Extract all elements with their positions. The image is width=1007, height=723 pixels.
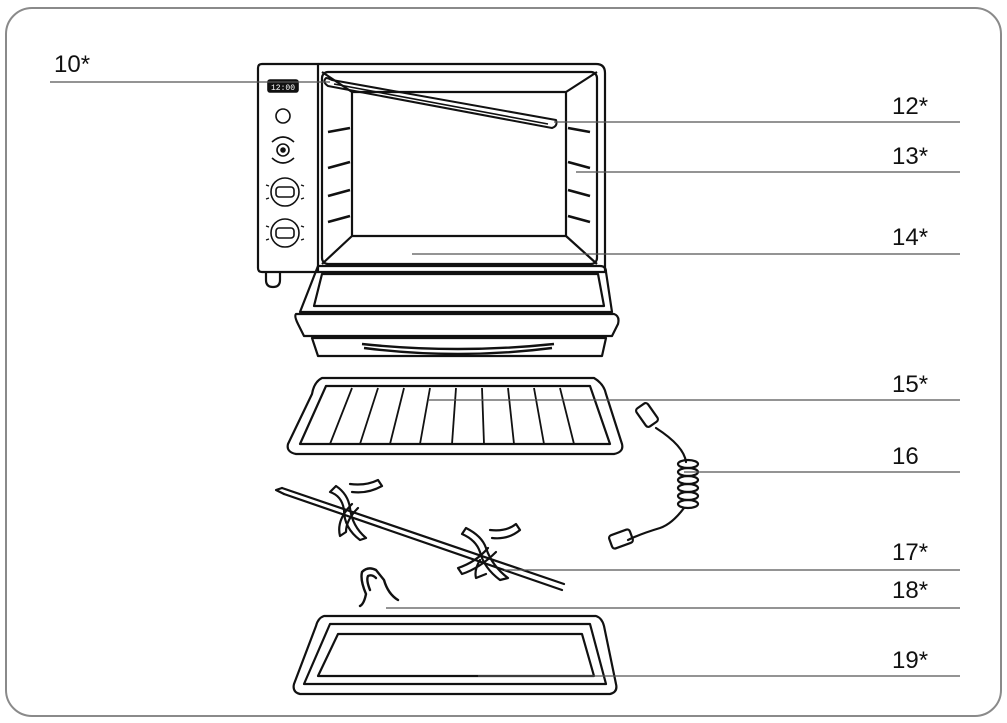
timer-knob-ring bbox=[270, 218, 300, 248]
cord-cable-lower bbox=[626, 506, 686, 542]
leader-lines bbox=[50, 81, 960, 677]
baking-tray-rim bbox=[292, 614, 618, 696]
display-screen bbox=[267, 79, 299, 93]
function-knob-ring bbox=[270, 177, 300, 207]
baking-tray bbox=[292, 614, 618, 696]
tray-handle-inner bbox=[366, 574, 378, 592]
door-frame bbox=[294, 312, 620, 338]
tray-handle-shape bbox=[358, 567, 400, 608]
cord-plug-top bbox=[635, 402, 659, 428]
function-knob[interactable] bbox=[275, 186, 295, 198]
upper-heating-element-inner bbox=[333, 83, 549, 125]
button-down-arc[interactable] bbox=[271, 157, 295, 164]
oven-body bbox=[318, 62, 607, 274]
cavity-back-wall bbox=[321, 71, 598, 265]
knob-tick-marks bbox=[265, 184, 305, 241]
oven-unit bbox=[256, 62, 607, 289]
cord-coils bbox=[676, 458, 700, 510]
control-details: 12:00 bbox=[265, 79, 305, 248]
display-text: 12:00 bbox=[271, 84, 295, 93]
control-panel bbox=[256, 62, 320, 274]
callout-16: 16 bbox=[892, 443, 919, 470]
callout-15: 15* bbox=[892, 371, 928, 398]
spit-rod bbox=[280, 486, 566, 592]
oven-cavity bbox=[320, 70, 599, 266]
spit-fork-right bbox=[460, 522, 522, 582]
callout-13: 13* bbox=[892, 143, 928, 170]
callout-labels: 10* 12* 13* 14* 15* 16 17* 18* 19* bbox=[54, 51, 928, 674]
wire-rack-frame bbox=[286, 376, 624, 456]
button-up-arc[interactable] bbox=[271, 136, 295, 143]
wire-rack-bars bbox=[329, 387, 575, 445]
callout-14: 14* bbox=[892, 224, 928, 251]
shelf-guides-left bbox=[327, 126, 351, 224]
baking-tray-bottom bbox=[316, 632, 596, 678]
spit-fork-right-arm bbox=[456, 546, 498, 576]
callout-12: 12* bbox=[892, 93, 928, 120]
door-top-edge bbox=[298, 264, 614, 314]
cord-cable-upper bbox=[654, 426, 688, 464]
spit-tip bbox=[274, 486, 286, 496]
baking-tray-inner bbox=[302, 622, 608, 686]
timer-knob[interactable] bbox=[275, 227, 295, 239]
upper-heating-element bbox=[323, 77, 558, 129]
diagram-frame bbox=[5, 7, 1002, 717]
callout-19: 19* bbox=[892, 647, 928, 674]
door-handle bbox=[361, 342, 555, 356]
door-glass bbox=[312, 272, 606, 308]
small-knob[interactable] bbox=[275, 108, 291, 124]
cord-plug-bottom bbox=[608, 528, 634, 550]
wire-rack bbox=[286, 376, 624, 456]
spit-fork-left-arm bbox=[338, 502, 360, 538]
spit-fork-left bbox=[328, 478, 384, 542]
oven-foot-left bbox=[264, 272, 282, 289]
shelf-guides-right bbox=[567, 126, 591, 224]
center-button-dot bbox=[280, 147, 286, 153]
callout-18: 18* bbox=[892, 577, 928, 604]
center-button[interactable] bbox=[276, 143, 290, 157]
tray-handle bbox=[358, 567, 400, 608]
wire-rack-inner bbox=[298, 384, 612, 446]
rotisserie-spit bbox=[274, 478, 566, 592]
callout-10: 10* bbox=[54, 51, 90, 78]
callout-17: 17* bbox=[892, 539, 928, 566]
oven-door bbox=[294, 264, 620, 358]
door-bottom bbox=[310, 336, 608, 358]
power-cord bbox=[608, 402, 700, 550]
